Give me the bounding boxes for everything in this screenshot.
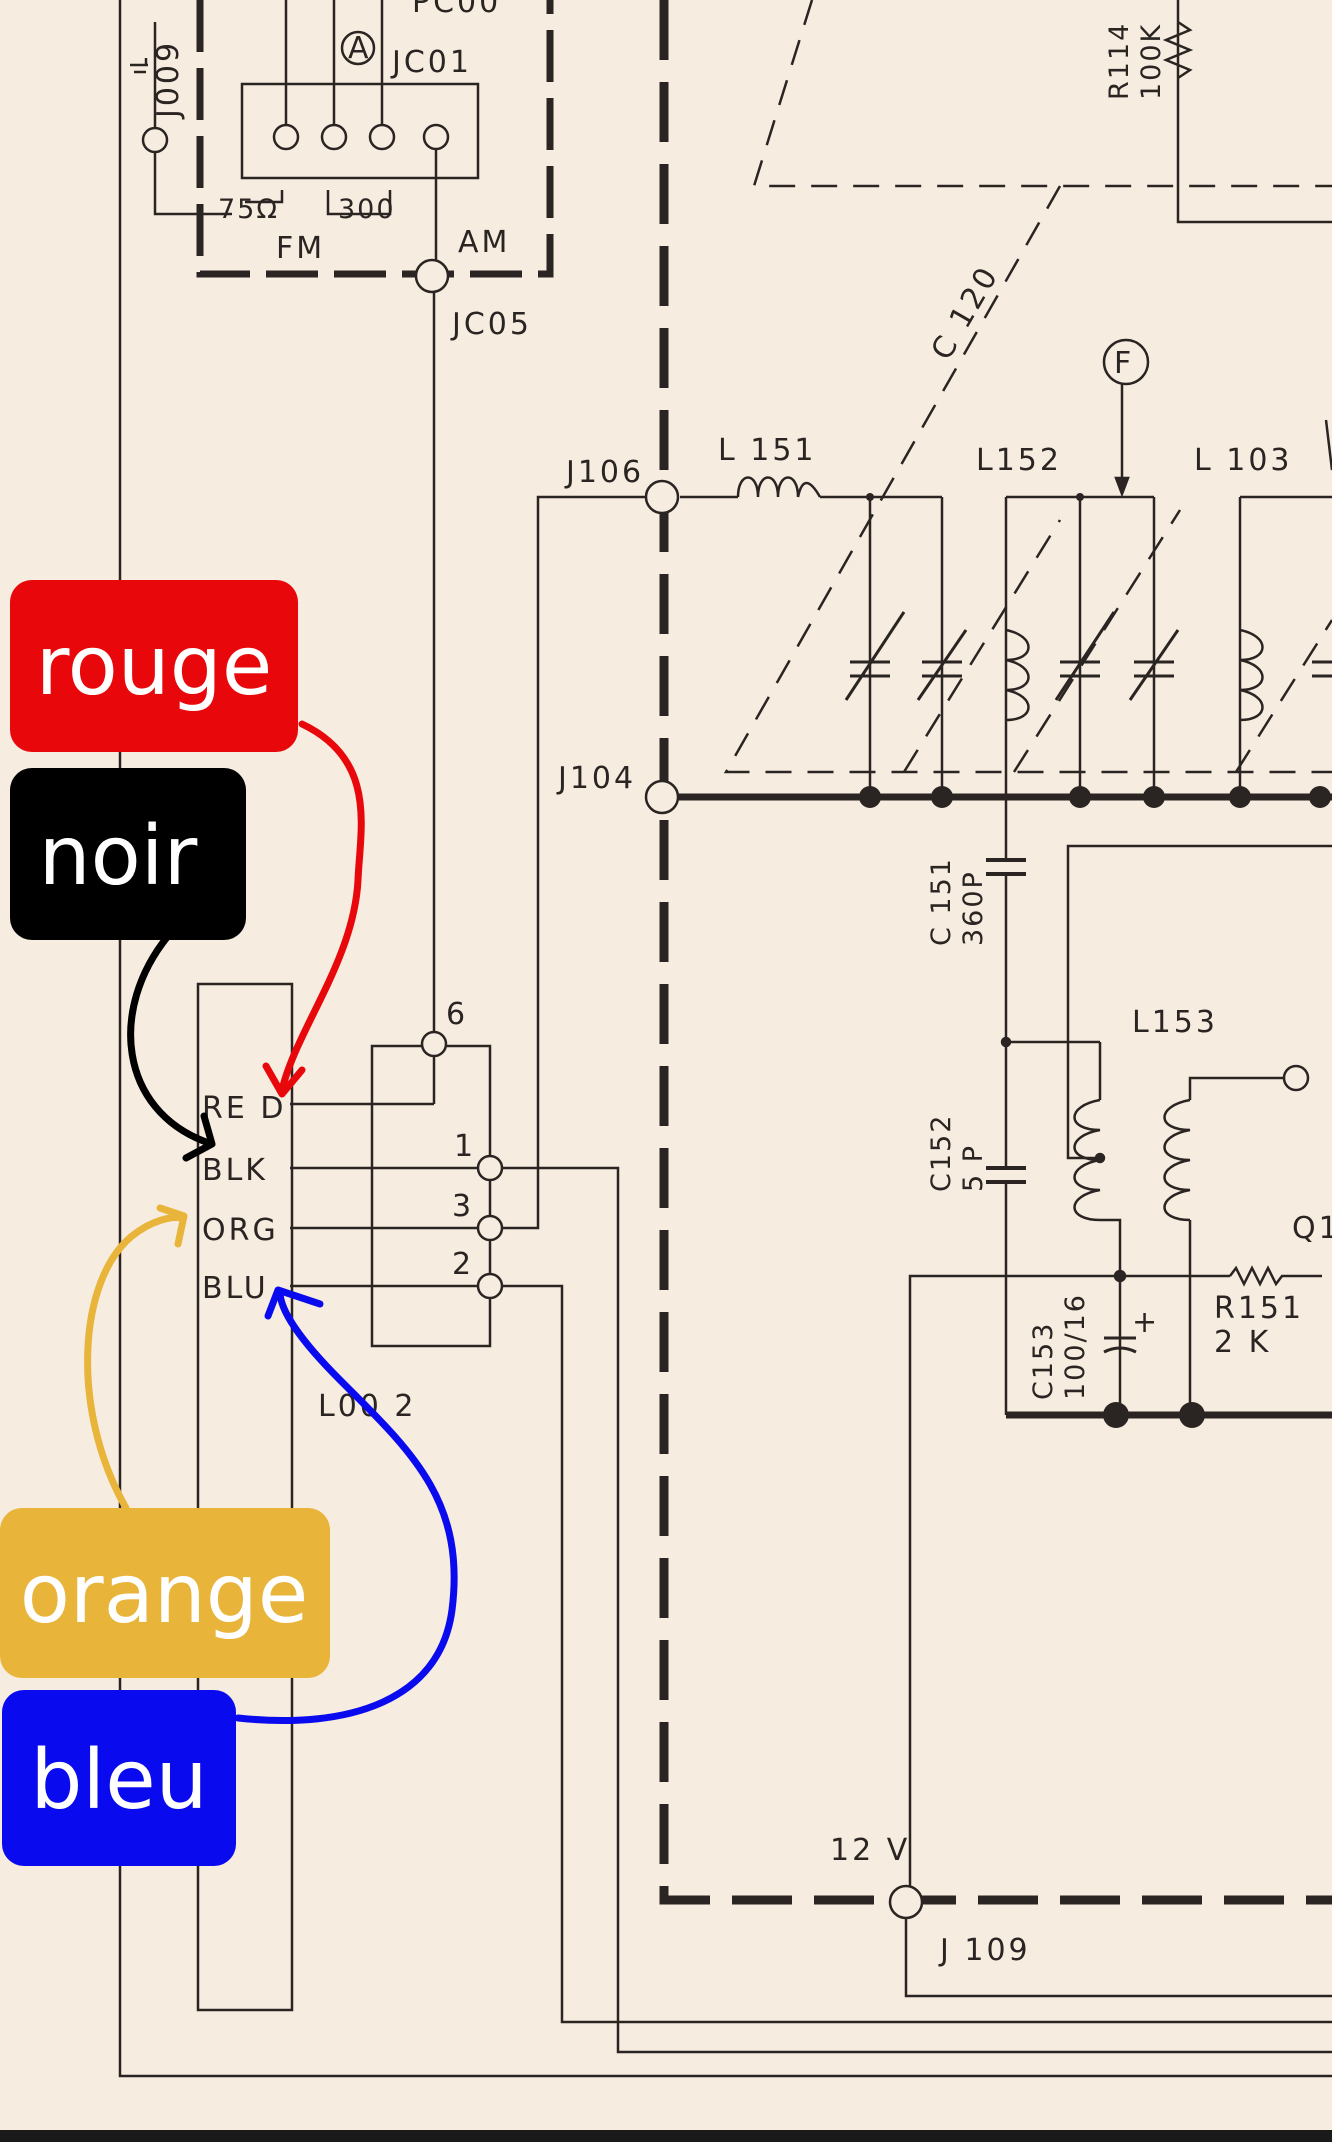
label-r114: R114	[1104, 22, 1135, 100]
tag-rouge-box	[10, 580, 298, 752]
label-am: AM	[458, 225, 510, 260]
label-c152: C152	[926, 1114, 957, 1192]
tag-bleu-text: bleu	[30, 1733, 207, 1828]
annotation-orange: orange	[0, 1508, 330, 1678]
pin-label-red: RE D	[202, 1091, 286, 1126]
annotation-rouge: rouge	[10, 580, 298, 752]
bottom-strip	[0, 2130, 1332, 2142]
label-c153-plus: +	[1132, 1305, 1160, 1340]
tag-noir-text: noir	[39, 809, 198, 904]
label-j106: J106	[564, 455, 644, 490]
tag-orange-box	[0, 1508, 330, 1678]
pin-number-6: 6	[446, 997, 468, 1032]
label-jc01: JC01	[390, 45, 472, 80]
label-jc05: JC05	[450, 307, 532, 342]
pin-number-3: 3	[452, 1189, 474, 1224]
label-12v: 12 V	[830, 1833, 910, 1868]
tag-orange-text: orange	[20, 1547, 309, 1642]
label-fm: FM	[276, 231, 325, 266]
arrowhead-orange	[156, 1204, 188, 1248]
label-l152: L152	[976, 443, 1062, 478]
arrowhead-noir	[182, 1112, 216, 1162]
label-l103: L 103	[1194, 443, 1293, 478]
schematic-labels: PC00 JC01 A J009 75Ω 300 FM AM JC05 J106…	[151, 0, 1332, 1968]
annotation-arrows	[84, 720, 458, 1724]
arrowhead-bleu	[264, 1286, 324, 1320]
label-j009: J009	[151, 40, 186, 120]
arrow-orange	[84, 1214, 186, 1512]
tag-noir-box	[10, 768, 246, 940]
label-f: F	[1114, 346, 1134, 381]
arrowhead-rouge	[262, 1062, 306, 1098]
label-c153: C153	[1028, 1322, 1059, 1400]
label-j109: J 109	[938, 1933, 1031, 1968]
annotation-bleu: bleu	[2, 1690, 236, 1866]
label-c152-value: 5 P	[958, 1144, 989, 1192]
label-300-ohm: 300	[338, 194, 396, 225]
label-r151: R151	[1214, 1291, 1304, 1326]
label-r114-value: 100K	[1136, 23, 1167, 100]
label-pc00: PC00	[412, 0, 501, 20]
label-r151-value: 2 K	[1214, 1325, 1271, 1360]
tag-bleu-box	[2, 1690, 236, 1866]
label-c153-value: 100/16	[1060, 1293, 1091, 1400]
label-q1: Q1	[1292, 1211, 1332, 1246]
label-l153: L153	[1132, 1005, 1218, 1040]
pin-label-blu: BLU	[202, 1271, 269, 1306]
pin-number-2: 2	[452, 1247, 474, 1282]
annotation-noir: noir	[10, 768, 246, 940]
label-meter: A	[348, 31, 372, 66]
tag-rouge-text: rouge	[36, 619, 273, 714]
label-l151: L 151	[718, 433, 817, 468]
pin-label-org: ORG	[202, 1213, 279, 1248]
label-c151: C 151	[926, 857, 957, 946]
label-c151-value: 360P	[958, 870, 989, 946]
pin-number-1: 1	[454, 1129, 476, 1164]
arrow-noir	[127, 932, 210, 1146]
pin-label-blk: BLK	[202, 1153, 268, 1188]
label-j104: J104	[556, 761, 636, 796]
arrow-rouge	[278, 720, 365, 1094]
arrow-bleu	[234, 1288, 458, 1724]
label-75-ohm: 75Ω	[218, 194, 279, 225]
